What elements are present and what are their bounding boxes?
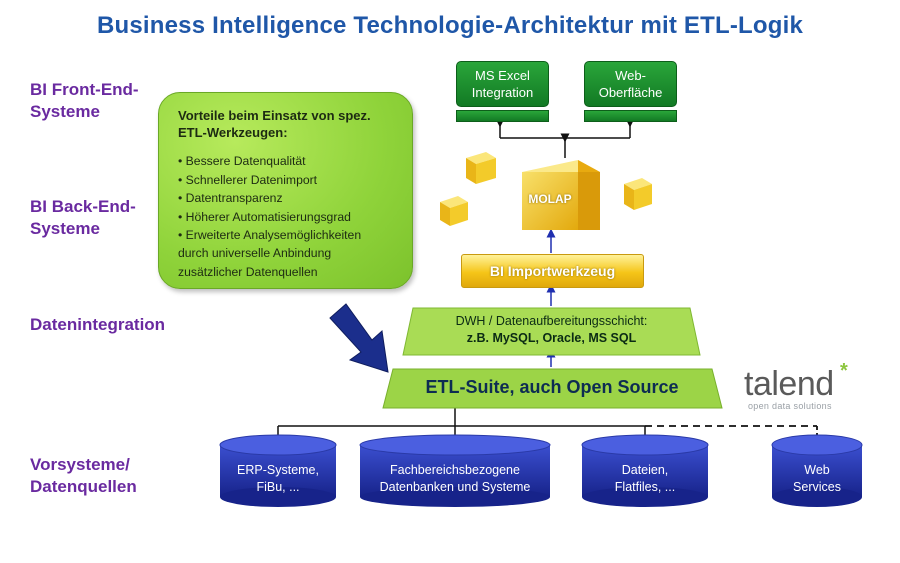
molap-label: MOLAP: [528, 192, 572, 206]
small-cube-1: [466, 152, 496, 184]
source-connector: [277, 408, 818, 440]
advantage-pointer-arrow: [329, 303, 389, 373]
advantage-item: Höherer Automatisierungsgrad: [178, 208, 361, 227]
web-base-bar: [584, 110, 677, 122]
talend-tagline: open data solutions: [748, 401, 832, 411]
advantages-list: Bessere Datenqualität Schnellerer Dateni…: [178, 152, 361, 245]
web-oberflaeche-box: Web- Oberfläche: [584, 61, 677, 107]
page-title: Business Intelligence Technologie-Archit…: [96, 12, 804, 39]
molap-cube: [522, 160, 600, 230]
db-cylinder-erp: [219, 434, 337, 507]
ms-excel-base-bar: [456, 110, 549, 122]
dwh-layer-text: DWH / Datenaufbereitungsschicht: z.B. My…: [403, 313, 700, 347]
advantages-title: Vorteile beim Einsatz von spez. ETL-Werk…: [178, 108, 371, 140]
dwh-line1: DWH / Datenaufbereitungsschicht:: [455, 314, 648, 328]
db-cylinder-fachbereich: [359, 434, 551, 507]
advantage-item: Erweiterte Analysemöglichkeiten: [178, 226, 361, 245]
frontend-connector: [495, 118, 635, 158]
source-fachbereich-label: Fachbereichsbezogene Datenbanken und Sys…: [379, 463, 531, 494]
bi-importwerkzeug-box: BI Importwerkzeug: [461, 254, 644, 288]
layer-label-backend: BI Back-End- Systeme: [30, 197, 136, 238]
ms-excel-integration-box: MS Excel Integration: [456, 61, 549, 107]
layer-label-sources: Vorsysteme/ Datenquellen: [30, 455, 137, 496]
layer-label-frontend: BI Front-End- Systeme: [30, 80, 139, 121]
source-webservices-label: Web Services: [793, 463, 841, 494]
layer-label-integration: Datenintegration: [30, 315, 166, 334]
db-cylinder-dateien: [581, 434, 709, 507]
advantage-item: Bessere Datenqualität: [178, 152, 361, 171]
dwh-line2: z.B. MySQL, Oracle, MS SQL: [466, 331, 637, 345]
small-cube-2: [440, 196, 468, 226]
db-cylinder-webservices: [771, 434, 863, 507]
talend-logo: talend: [744, 365, 834, 403]
advantages-callout: Vorteile beim Einsatz von spez. ETL-Werk…: [158, 92, 413, 289]
advantages-continuation: durch universelle Anbindung zusätzlicher…: [178, 246, 332, 279]
dwh-layer-shape: [402, 307, 701, 356]
etl-suite-label: ETL-Suite, auch Open Source: [425, 377, 679, 397]
advantage-item: Datentransparenz: [178, 189, 361, 208]
talend-star-icon: *: [840, 360, 848, 382]
advantage-item: Schnellerer Datenimport: [178, 171, 361, 190]
etl-layer-shape: [382, 368, 723, 409]
source-dateien-label: Dateien, Flatfiles, ...: [614, 463, 676, 494]
source-erp-label: ERP-Systeme, FiBu, ...: [237, 463, 319, 494]
small-cube-3: [624, 178, 652, 210]
